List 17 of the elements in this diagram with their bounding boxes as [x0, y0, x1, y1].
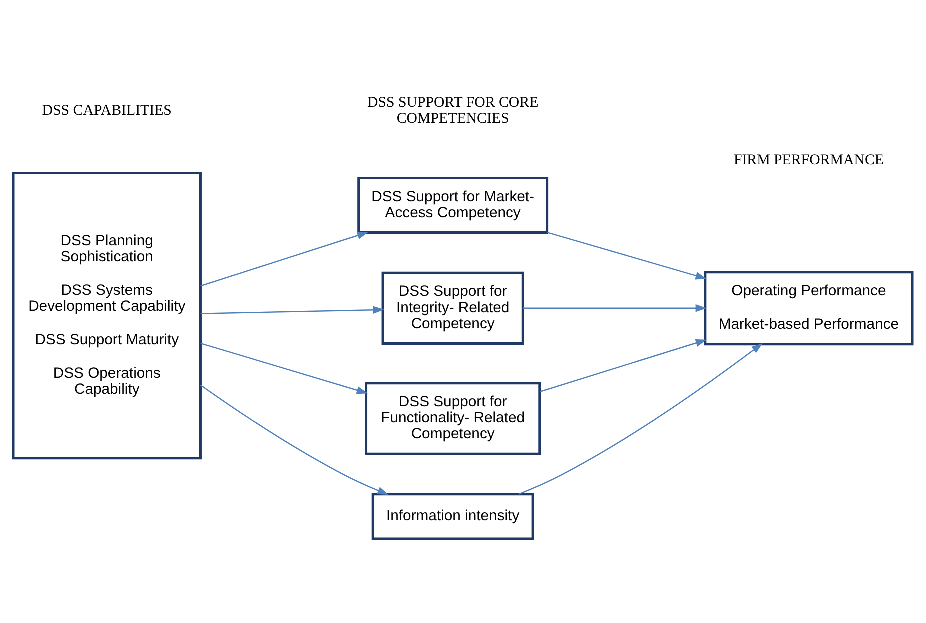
node-box: DSS Support for Market-Access Competency — [358, 176, 549, 234]
node-box: DSS Support for Integrity- Related Competency — [382, 272, 524, 345]
arrow — [200, 342, 368, 394]
node-box: DSS Planning Sophistication DSS Systems Development Capability DSS Support Maturity DSS Operations Capability — [12, 172, 202, 460]
node-box: Operating Performance Market-based Performance — [704, 271, 914, 346]
arrow — [200, 306, 384, 314]
node-box: Information intensity — [372, 493, 534, 540]
arrow — [200, 232, 369, 287]
arrow — [547, 232, 707, 280]
arrow — [518, 343, 763, 495]
node-box: DSS Support for Functionality- Related Competency — [365, 382, 542, 456]
label: FIRM PERFORMANCE — [734, 152, 884, 169]
label: DSS CAPABILITIES — [42, 103, 172, 120]
arrow — [523, 304, 707, 312]
arrow — [540, 339, 708, 392]
arrow — [200, 384, 389, 495]
label: DSS SUPPORT FOR CORE COMPETENCIES — [367, 95, 539, 128]
